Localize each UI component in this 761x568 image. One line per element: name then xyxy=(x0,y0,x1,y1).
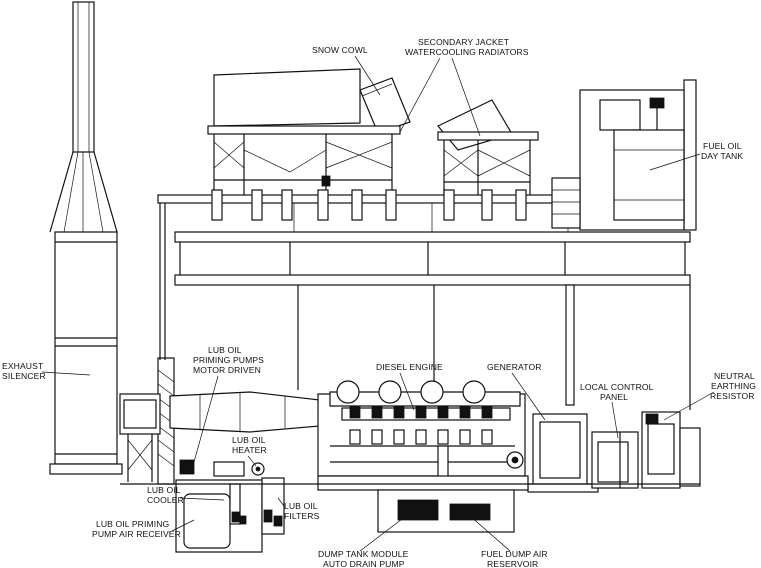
neutral-earthing-resistor xyxy=(641,411,701,489)
radiator-unit-2 xyxy=(437,99,539,195)
label-auto-drain-pump: AUTO DRAIN PUMP xyxy=(323,559,405,568)
labels: SNOW COWL SECONDARY JACKET WATERCOOLING … xyxy=(2,37,756,568)
label-earthing: EARTHING xyxy=(711,381,756,391)
label-lub-oil-filters-1: LUB OIL xyxy=(284,501,318,511)
label-heater: HEATER xyxy=(232,445,267,455)
label-filters: FILTERS xyxy=(284,511,320,521)
label-panel: PANEL xyxy=(600,392,628,402)
foundation xyxy=(120,475,700,533)
engine-cylinders xyxy=(349,405,493,445)
exhaust-silencer xyxy=(49,231,123,475)
label-secondary-jacket: SECONDARY JACKET xyxy=(418,37,510,47)
lub-oil-priming-pump-air-receiver xyxy=(175,479,263,553)
diesel-engine xyxy=(317,380,526,487)
label-fuel-dump-air: FUEL DUMP AIR xyxy=(481,549,548,559)
radiator-unit-1 xyxy=(207,68,411,195)
label-generator: GENERATOR xyxy=(487,362,542,372)
label-cooler: COOLER xyxy=(147,495,184,505)
label-exhaust: EXHAUST xyxy=(2,361,44,371)
lub-oil-filters xyxy=(261,477,285,535)
label-lub-oil-cooler-1: LUB OIL xyxy=(147,485,181,495)
exhaust-stack xyxy=(49,1,118,233)
label-lub-oil-heater-1: LUB OIL xyxy=(232,435,266,445)
generator xyxy=(527,413,599,493)
label-snow-cowl: SNOW COWL xyxy=(312,45,368,55)
label-lub-oil-priming-receiver: LUB OIL PRIMING xyxy=(96,519,170,529)
label-motor-driven: MOTOR DRIVEN xyxy=(193,365,261,375)
label-pump-air-receiver: PUMP AIR RECEIVER xyxy=(92,529,181,539)
label-reservoir: RESERVOIR xyxy=(487,559,538,568)
label-local-control: LOCAL CONTROL xyxy=(580,382,654,392)
label-dump-tank-module: DUMP TANK MODULE xyxy=(318,549,409,559)
label-day-tank: DAY TANK xyxy=(701,151,743,161)
label-fuel-oil: FUEL OIL xyxy=(703,141,742,151)
lub-oil-priming-pumps xyxy=(119,357,335,485)
radiator-supports xyxy=(211,189,527,221)
fuel-oil-day-tank xyxy=(551,89,685,231)
local-control-panel xyxy=(591,431,639,489)
leader-lines xyxy=(41,55,715,552)
label-neutral: NEUTRAL xyxy=(714,371,755,381)
label-priming-pumps: PRIMING PUMPS xyxy=(193,355,264,365)
label-watercooling-radiators: WATERCOOLING RADIATORS xyxy=(405,47,529,57)
label-silencer: SILENCER xyxy=(2,371,46,381)
label-lub-oil-priming: LUB OIL xyxy=(208,345,242,355)
label-resistor: RESISTOR xyxy=(710,391,755,401)
lub-oil-heater xyxy=(179,459,265,477)
label-diesel-engine: DIESEL ENGINE xyxy=(376,362,443,372)
